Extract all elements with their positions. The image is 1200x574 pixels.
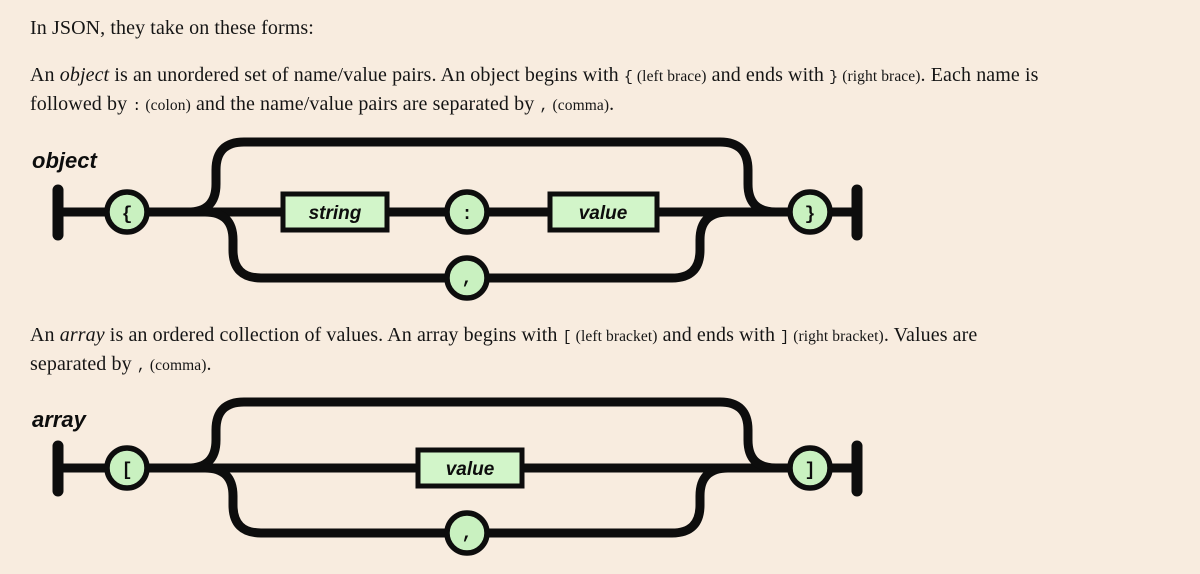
array-diagram-title: array [32,407,88,432]
open-bracket-token: [ [122,461,133,481]
value-box-label: value [579,203,628,224]
text-segment: An [30,324,60,346]
empty-array-bypass-line [187,397,777,473]
object-description: An object is an unordered set of name/va… [30,62,1190,120]
text-segment: . Values are [883,324,978,346]
object-diagram-title: object [32,148,98,173]
object-railroad-diagram: object { string : value , } [32,137,863,301]
text-segment: (colon) [141,97,191,114]
value-box-label: value [446,459,495,480]
text-segment: (right brace) [838,68,921,85]
text-segment: and ends with [706,64,830,86]
text-segment: , [136,358,146,375]
colon-node [444,189,490,235]
comma-token: , [462,269,473,289]
close-bracket-node [787,445,833,491]
string-box [280,191,390,233]
text-segment: ] [780,329,790,346]
text-segment: (right bracket) [789,328,884,345]
text-segment: followed by [30,93,133,115]
text-segment: and the name/value pairs are separated b… [190,93,540,115]
text-segment: (left bracket) [571,328,658,345]
comma-node [444,510,490,556]
open-bracket-node [104,445,150,491]
text-segment: . [609,93,615,115]
array-description: An array is an ordered collection of val… [30,322,1190,380]
empty-object-bypass-line [187,137,777,217]
string-box-label: string [309,203,362,224]
text-segment: { [623,69,633,86]
text-segment: is an ordered collection of values. An a… [104,324,563,346]
open-brace-token: { [122,205,133,225]
colon-token: : [462,205,473,225]
text-segment: . [206,353,212,375]
array-railroad-diagram: array [ value , ] [32,397,863,556]
text-segment: } [829,69,839,86]
text-segment: (comma) [145,357,207,374]
intro-text: In JSON, they take on these forms: [30,17,314,39]
text-segment: . Each name is [920,64,1039,86]
text-segment: is an unordered set of name/value pairs.… [109,64,624,86]
close-bracket-token: ] [805,461,816,481]
text-segment: separated by [30,353,137,375]
close-brace-token: } [805,205,816,225]
text-segment: (left brace) [632,68,707,85]
text-segment: An [30,64,60,86]
text-segment: [ [562,329,572,346]
text-segment: array [59,324,105,346]
comma-node [444,255,490,301]
open-brace-node [104,189,150,235]
text-segment: object [59,64,110,86]
value-box [415,447,525,489]
comma-token: , [462,524,473,544]
text-segment: and ends with [657,324,781,346]
value-box [547,191,660,233]
close-brace-node [787,189,833,235]
text-segment: : [132,98,142,115]
text-segment: , [539,98,549,115]
text-segment: (comma) [548,97,610,114]
